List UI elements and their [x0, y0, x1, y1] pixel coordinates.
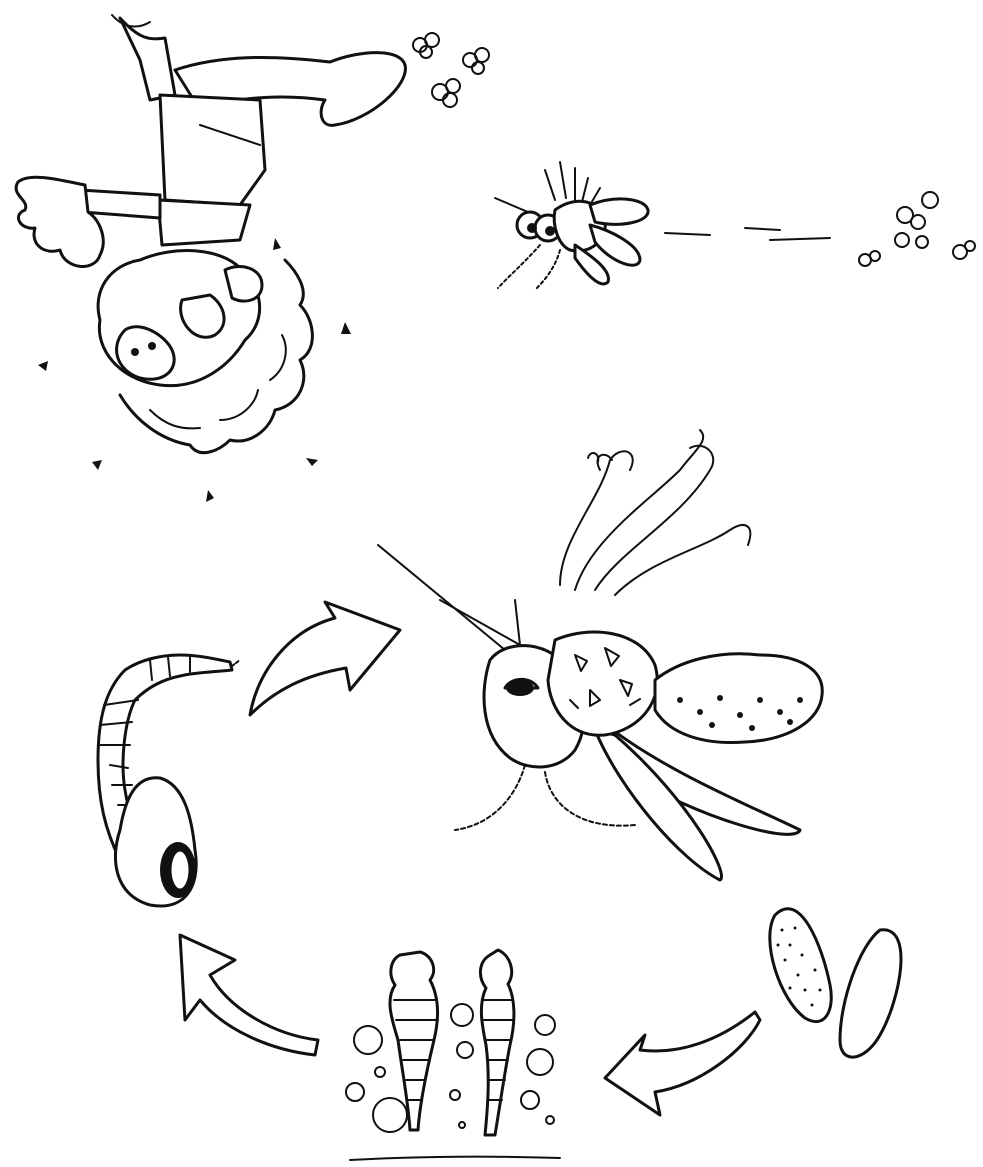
- person-illustration: [16, 15, 489, 502]
- sweat-drop-1: [273, 238, 281, 250]
- person-ear: [225, 266, 262, 301]
- pupa-illustration: [98, 655, 240, 906]
- adult-leg-4: [615, 525, 750, 595]
- flying-mosquito-legs: [498, 245, 560, 290]
- adult-leg-1: [560, 451, 633, 585]
- adult-leg-3: [595, 446, 713, 590]
- adult-lower-legs: [455, 765, 635, 830]
- sweat-drop-3: [38, 361, 48, 371]
- adult-palp: [440, 600, 520, 645]
- person-shirt: [158, 200, 250, 245]
- sweat-drop-2: [341, 322, 351, 334]
- sweat-drop-4: [92, 460, 102, 470]
- sweat-drop-6: [306, 458, 318, 466]
- arrow-pupa-to-adult: [250, 602, 400, 715]
- person-shorts: [160, 95, 265, 205]
- motion-lines: [665, 228, 830, 240]
- dust-puffs-top: [413, 33, 489, 107]
- larvae-illustration: [346, 950, 560, 1160]
- adult-thorax: [548, 632, 657, 735]
- sweat-drop-5: [206, 490, 214, 502]
- person-foot: [112, 15, 150, 26]
- person-eye-left: [131, 348, 139, 356]
- person-leg-left: [120, 18, 175, 100]
- bubbles: [346, 1004, 555, 1132]
- arrow-larvae-to-pupa: [180, 935, 318, 1055]
- egg-1: [770, 909, 831, 1022]
- flying-mosquito-wing-lower: [590, 225, 640, 265]
- pupa-tail-tip: [232, 660, 240, 666]
- flying-mosquito-wing-upper: [590, 199, 648, 224]
- egg-2: [840, 930, 901, 1057]
- flying-mosquito-illustration: [495, 162, 975, 290]
- eggs-illustration: [770, 909, 901, 1057]
- larva-right: [480, 950, 514, 1135]
- water-line: [350, 1157, 560, 1160]
- flying-mosquito-antennae: [545, 162, 600, 205]
- adult-mosquito-illustration: [378, 430, 822, 880]
- person-eye-right: [148, 342, 156, 350]
- dust-puffs-right: [859, 192, 975, 266]
- arrow-eggs-to-larvae: [605, 1012, 760, 1115]
